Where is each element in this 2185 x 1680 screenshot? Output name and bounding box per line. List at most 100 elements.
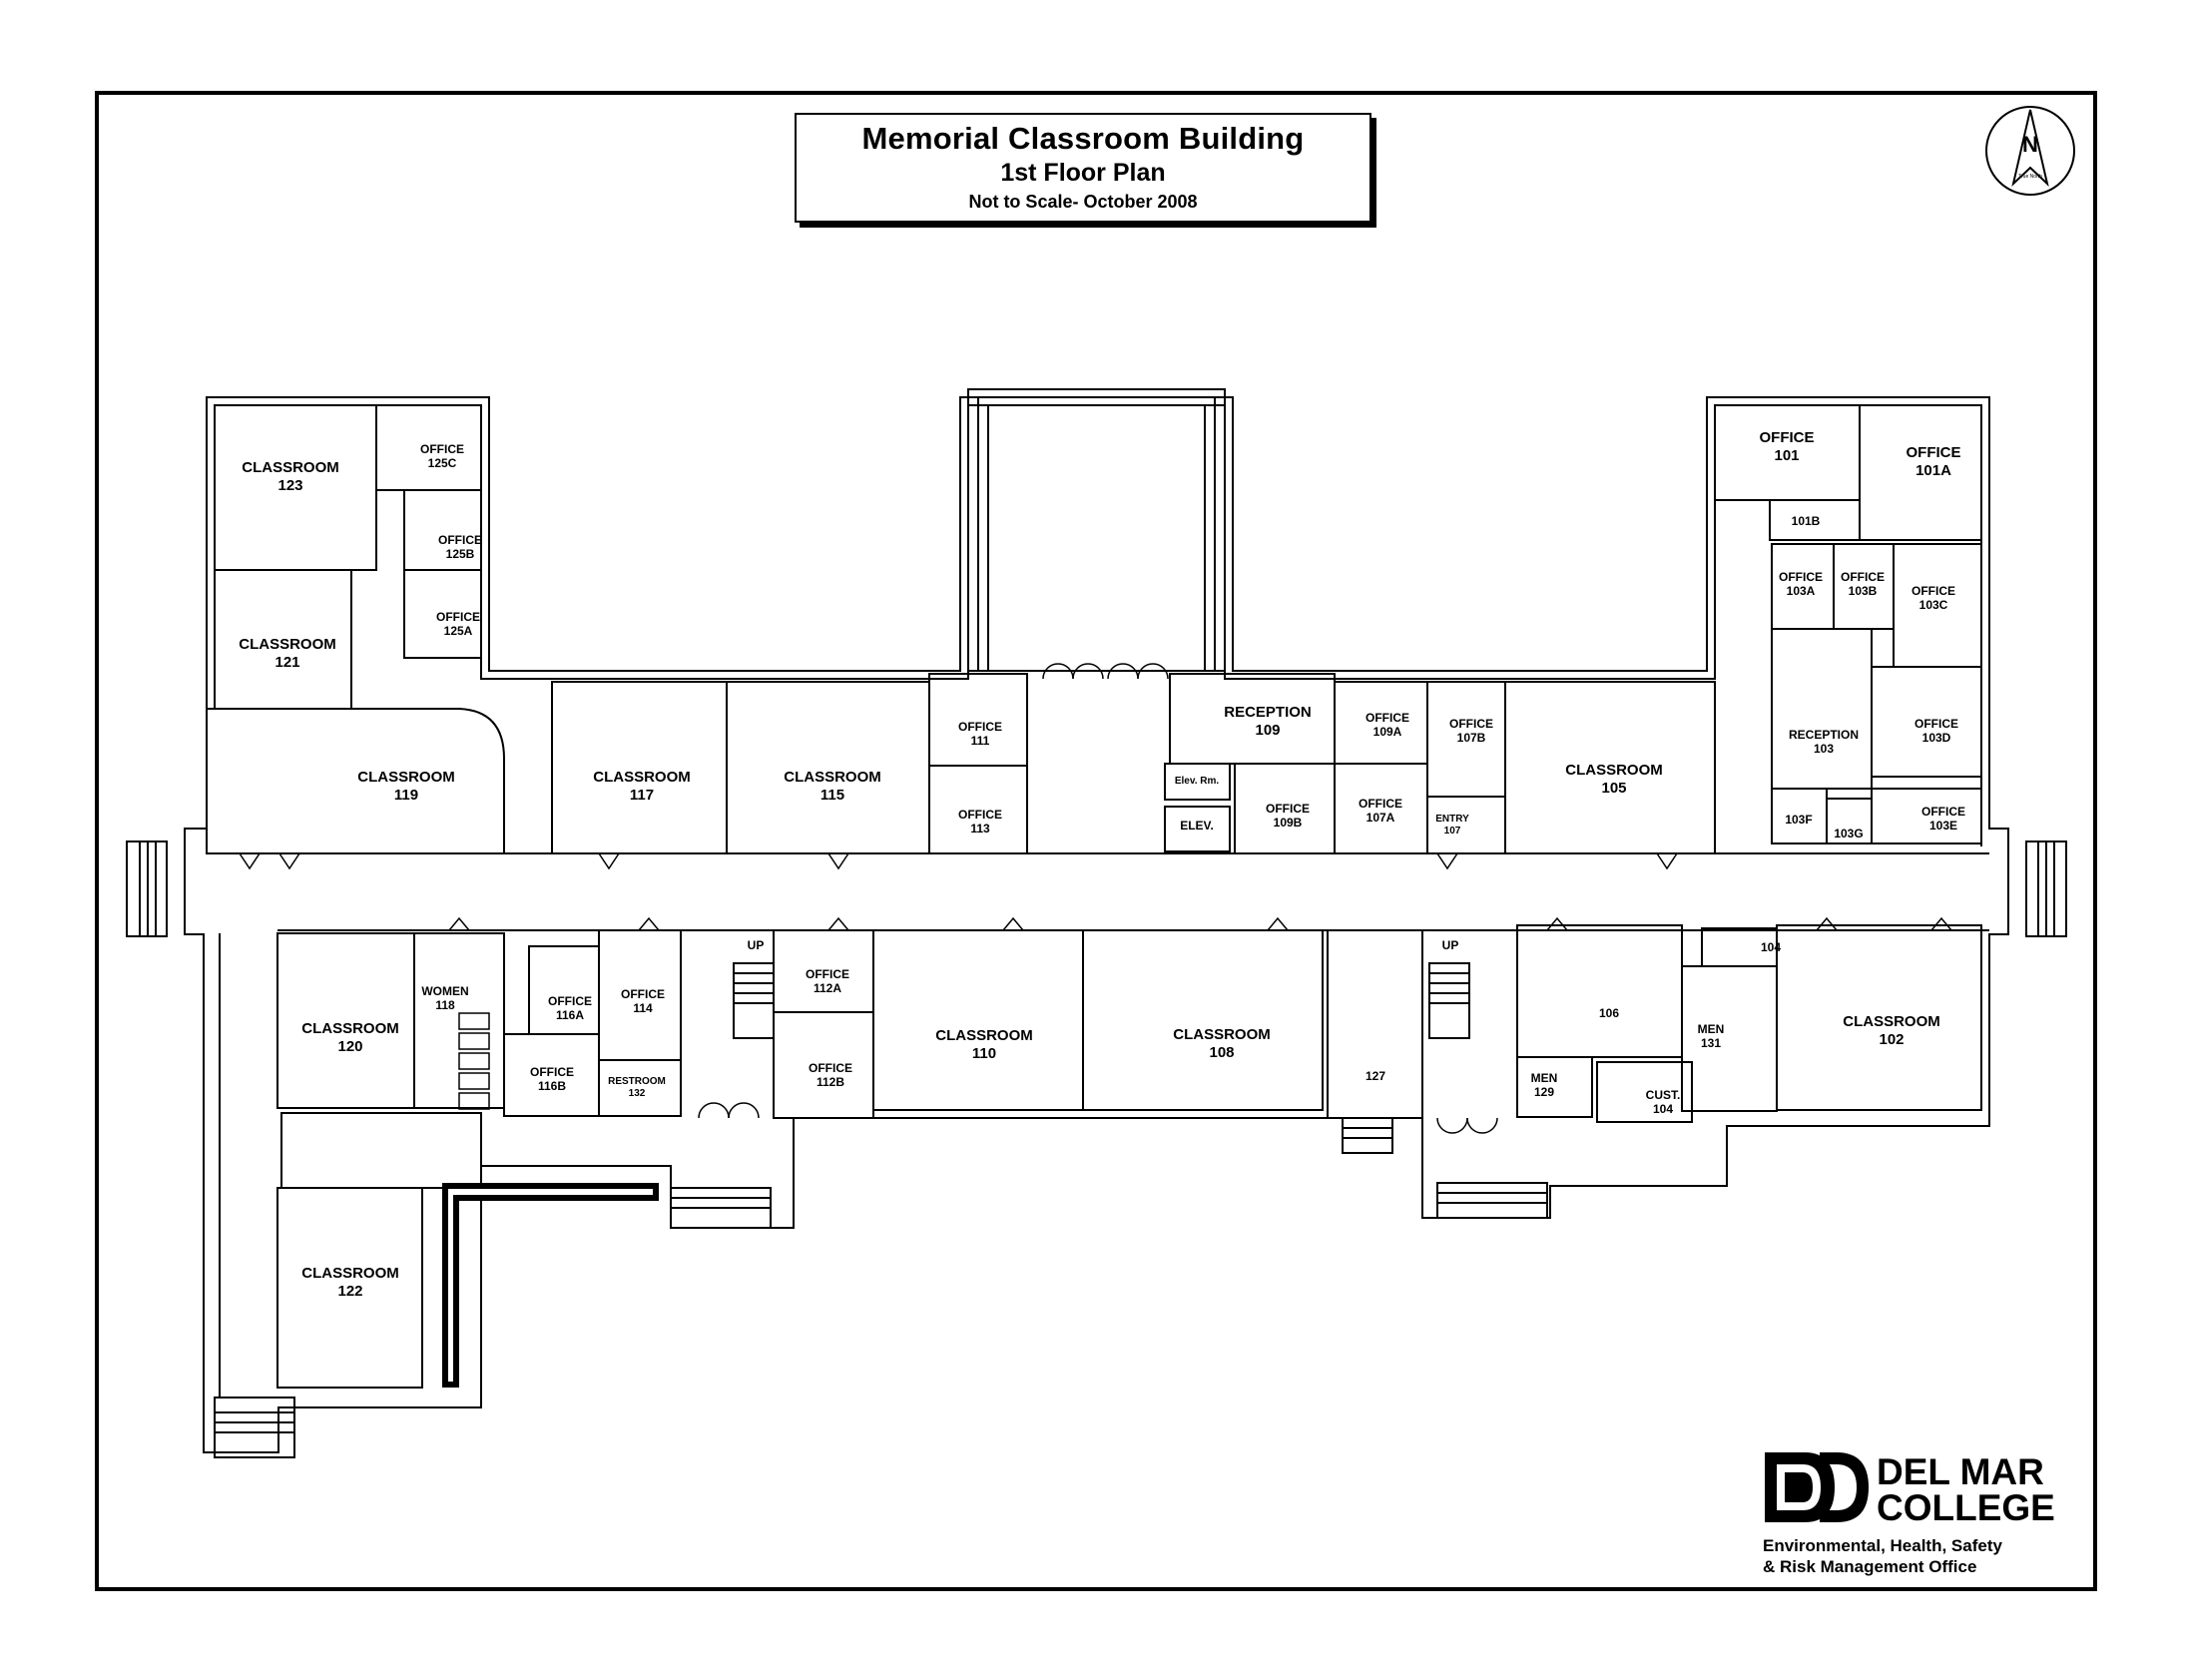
door-swings — [239, 663, 1952, 1134]
label-room-104-cust: CUST.104 — [1645, 1088, 1681, 1116]
room-108 — [1082, 929, 1324, 1111]
north-courtyard — [967, 388, 1226, 672]
label-room-104: 104 — [1760, 940, 1782, 954]
interior-stair-right — [1428, 962, 1470, 1039]
del-mar-logo-icon — [1765, 1452, 1869, 1522]
logo-name-line2: COLLEGE — [1877, 1487, 2055, 1528]
southwest-stair — [214, 1397, 295, 1458]
room-103 — [1771, 628, 1873, 790]
room-elev — [1164, 806, 1231, 852]
room-104c — [1596, 1061, 1693, 1123]
logo-name: DEL MAR COLLEGE — [1877, 1451, 2055, 1528]
building-outline — [184, 396, 2009, 1453]
south-stair-left — [670, 1187, 772, 1229]
label-room-106: 106 — [1598, 1006, 1620, 1020]
interior-stair-left — [733, 962, 775, 1039]
logo-name-line1: DEL MAR — [1877, 1451, 2044, 1492]
building-title: Memorial Classroom Building — [861, 121, 1305, 156]
east-stair — [2025, 840, 2067, 937]
toilet-stalls — [458, 1012, 490, 1110]
room-119 — [206, 708, 505, 854]
room-115 — [726, 681, 930, 854]
stair-up-left: UP — [747, 938, 765, 952]
west-stair — [126, 840, 168, 937]
stair-up-right: UP — [1441, 938, 1459, 952]
room-122 — [276, 1187, 423, 1389]
logo-office: Environmental, Health, Safety & Risk Man… — [1763, 1535, 2002, 1577]
south-stair-center — [1342, 1117, 1393, 1154]
logo-office-line2: & Risk Management Office — [1763, 1557, 1977, 1576]
page-border — [95, 91, 2097, 1591]
label-elev-rm: Elev. Rm. — [1174, 776, 1220, 787]
room-102 — [1776, 924, 1982, 1111]
north-sub: True North — [2018, 174, 2042, 180]
label-elev: ELEV. — [1180, 819, 1214, 833]
ramp-wall — [442, 1183, 659, 1388]
room-117 — [551, 681, 728, 854]
room-110 — [872, 929, 1084, 1111]
room-127 — [1327, 929, 1423, 1119]
room-132 — [598, 1059, 682, 1117]
floor-title: 1st Floor Plan — [1000, 159, 1166, 187]
room-storage — [280, 1112, 482, 1189]
room-elev-rm — [1164, 763, 1231, 801]
south-stair-right — [1436, 1182, 1548, 1219]
room-129 — [1516, 1056, 1593, 1118]
room-103e — [1871, 788, 1982, 844]
north-letter: N — [2022, 132, 2038, 157]
room-131 — [1681, 965, 1778, 1112]
room-101b — [1769, 499, 1861, 541]
north-arrow-icon: N True North — [1985, 106, 2075, 196]
title-block: Memorial Classroom Building 1st Floor Pl… — [795, 113, 1371, 223]
label-room-103g: 103G — [1834, 827, 1864, 840]
scale-note: Not to Scale- October 2008 — [968, 192, 1198, 212]
label-room-101b: 101B — [1791, 514, 1821, 528]
label-room-127: 127 — [1365, 1069, 1386, 1083]
room-103d — [1871, 666, 1982, 778]
room-125a — [403, 569, 482, 659]
room-101a — [1859, 404, 1982, 541]
room-106 — [1516, 924, 1683, 1058]
logo-office-line1: Environmental, Health, Safety — [1763, 1536, 2002, 1555]
